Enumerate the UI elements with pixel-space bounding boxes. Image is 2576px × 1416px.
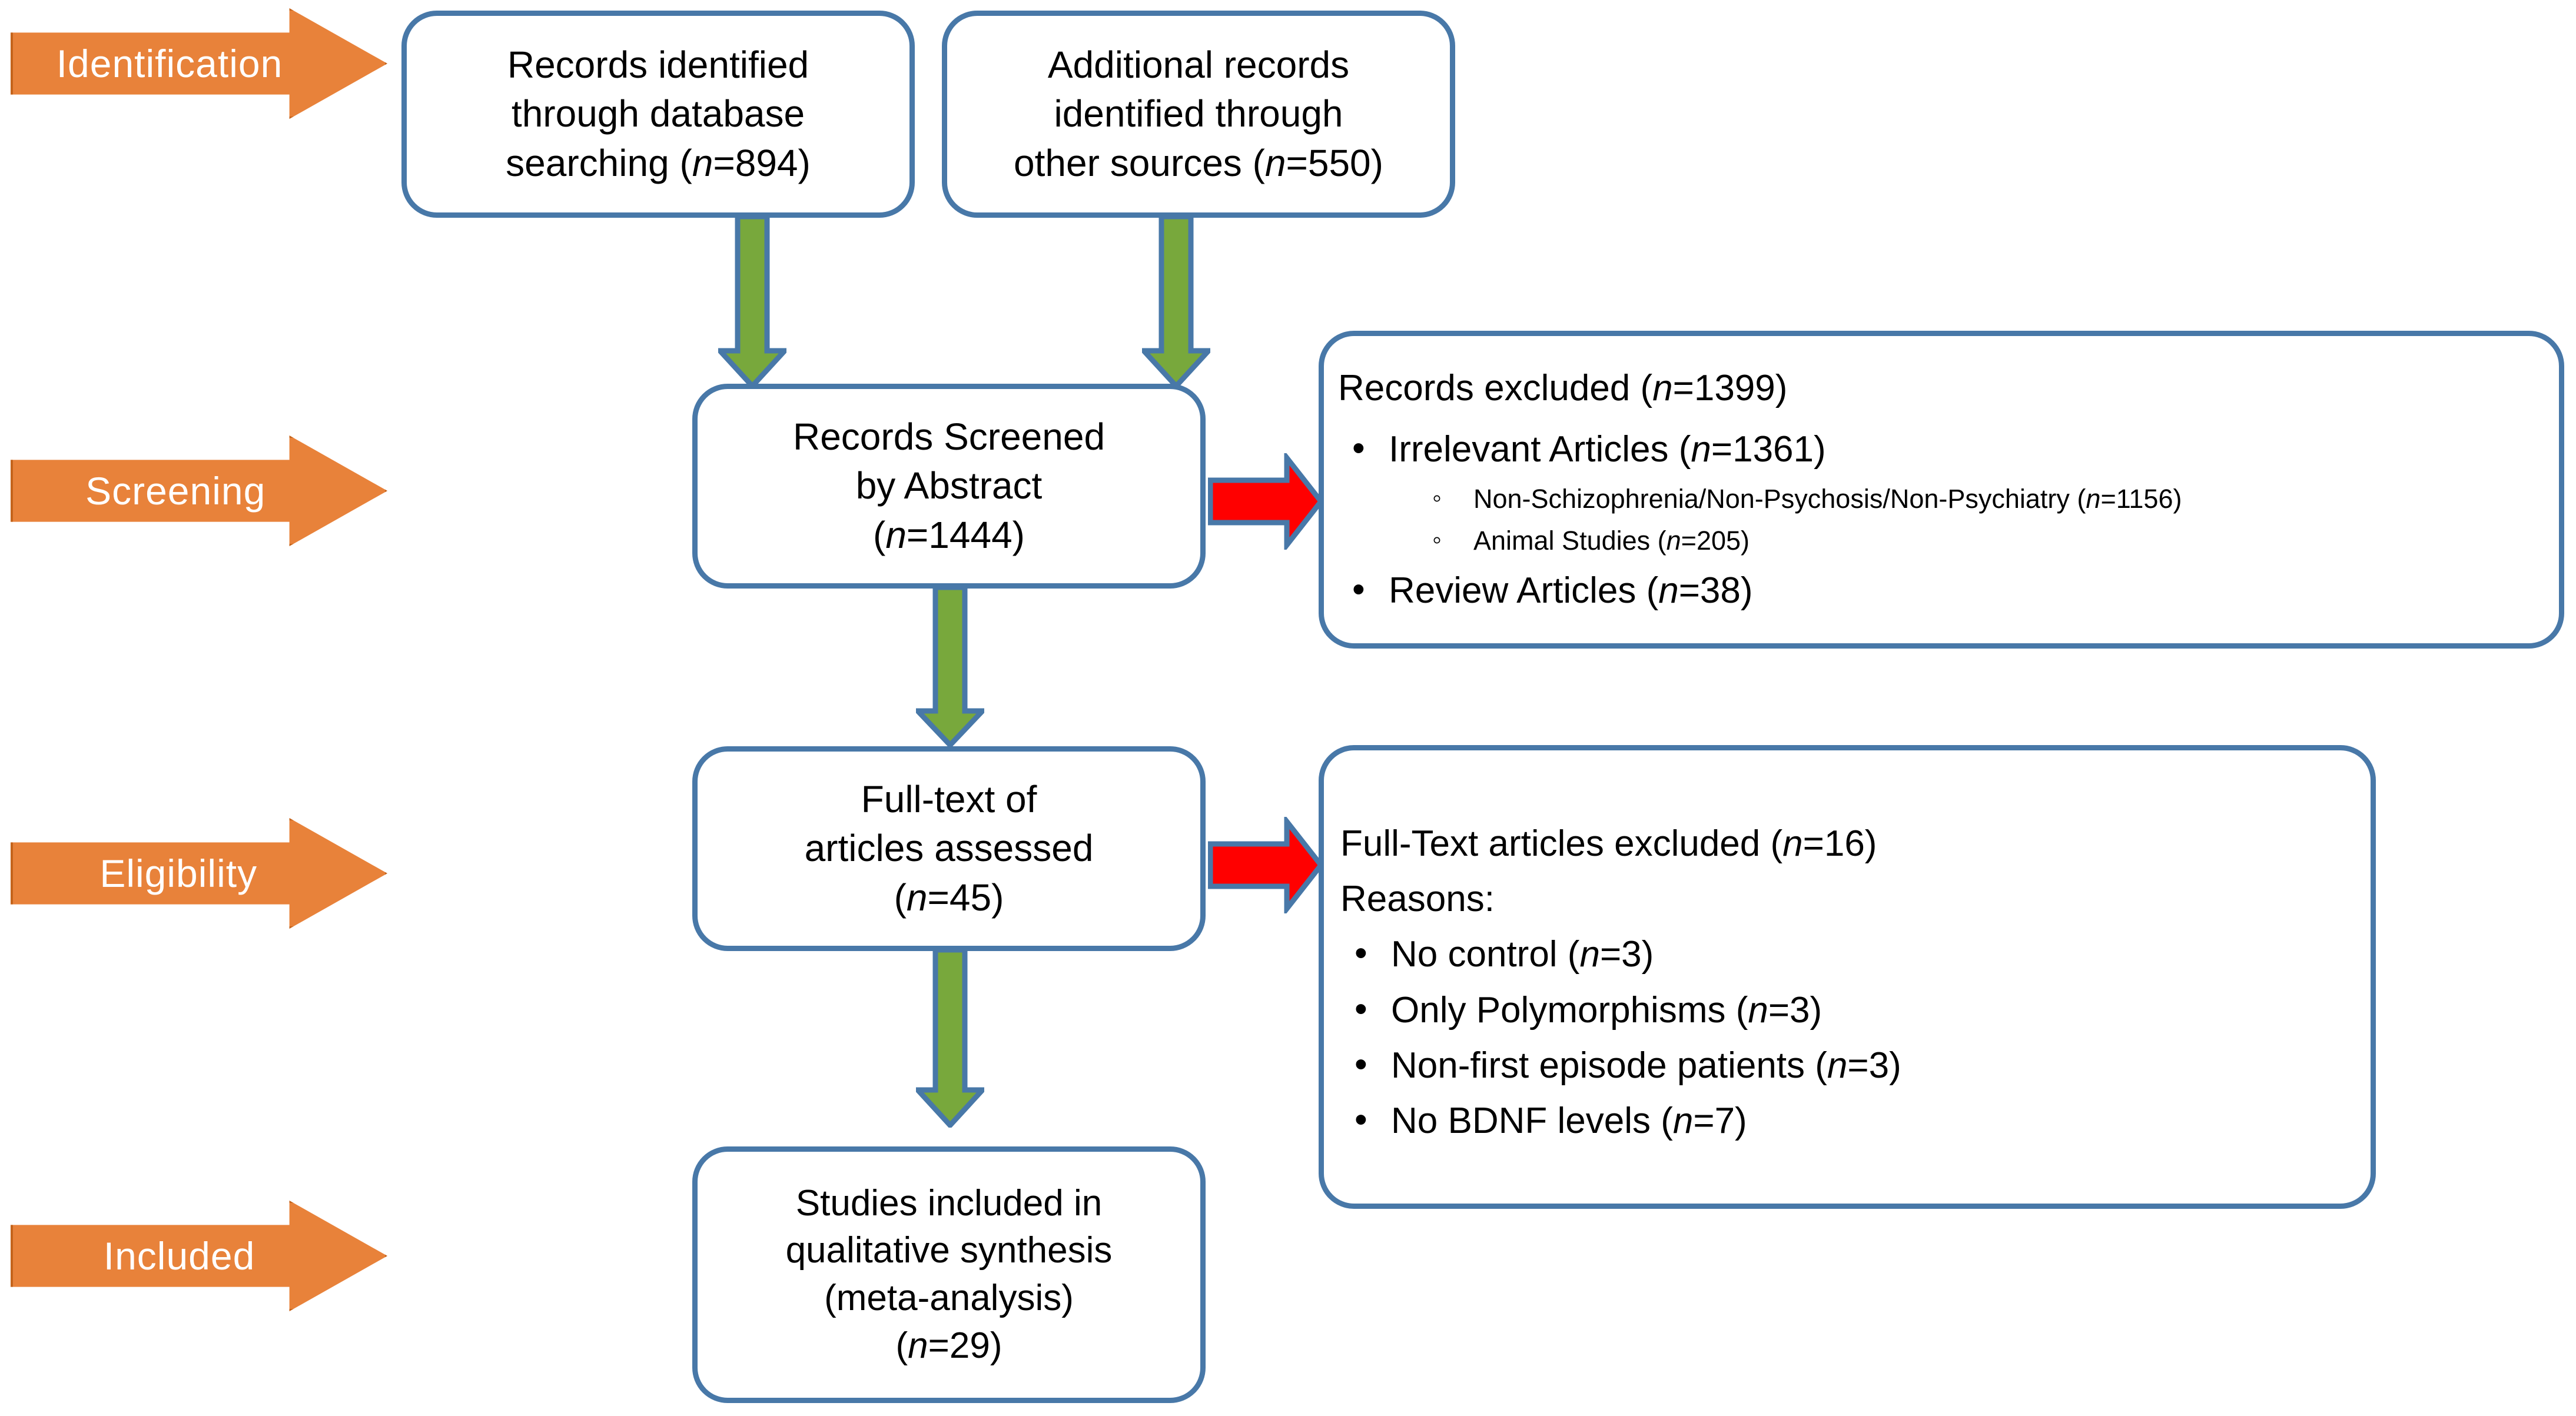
node-line: searching (n=894): [506, 141, 811, 184]
arrow-right-icon: [1208, 817, 1323, 913]
node-records-screened: Records Screened by Abstract (n=1444): [692, 384, 1206, 589]
fulltext-excluded-subheading: Reasons:: [1340, 879, 1495, 920]
stage-arrow-included: Included: [11, 1201, 387, 1311]
fulltext-excluded-item: No control (n=3): [1340, 926, 1654, 982]
n-value: =16): [1802, 823, 1877, 864]
records-excluded-item: Review Articles (n=38): [1338, 563, 1753, 617]
n-value: =1156): [2100, 483, 2182, 514]
node-line: qualitative synthesis: [785, 1230, 1113, 1271]
arrow-down-icon: [718, 217, 786, 388]
n-symbol: n: [2086, 483, 2101, 514]
node-line: Full-text of: [861, 778, 1037, 821]
n-symbol: n: [1264, 141, 1286, 184]
fulltext-excluded-heading: Full-Text articles excluded (n=16): [1340, 823, 1877, 864]
arrow-down-icon: [916, 950, 984, 1128]
n-value: =550): [1286, 141, 1383, 184]
n-symbol: n: [1827, 1045, 1848, 1086]
n-symbol: n: [1666, 526, 1681, 556]
stage-label-included: Included: [103, 1234, 255, 1278]
records-excluded-item: Irrelevant Articles (n=1361): [1338, 422, 1826, 476]
flow-arrow-down-fulltext-to-included: [916, 950, 984, 1128]
records-excluded-subitem: Animal Studies (n=205): [1338, 520, 1750, 560]
exclude-arrow-fulltext: [1208, 817, 1323, 913]
n-value: =1444): [906, 513, 1025, 556]
arrow-down-icon: [1142, 217, 1210, 388]
node-line: (n=1444): [873, 513, 1025, 556]
stage-label-eligibility: Eligibility: [99, 852, 258, 895]
node-line: articles assessed: [804, 827, 1094, 870]
node-line: identified through: [1054, 92, 1343, 135]
node-fulltext-excluded: Full-Text articles excluded (n=16) Reaso…: [1319, 745, 2376, 1209]
n-symbol: n: [692, 141, 713, 184]
fulltext-excluded-item: No BDNF levels (n=7): [1340, 1092, 1747, 1149]
n-value: =7): [1693, 1101, 1747, 1142]
arrow-down-icon: [916, 587, 984, 747]
node-line: through database: [511, 92, 805, 135]
n-value: =1399): [1672, 368, 1788, 408]
stage-arrow-eligibility: Eligibility: [11, 818, 387, 929]
node-records-identified-other: Additional records identified through ot…: [942, 11, 1455, 218]
stage-label-screening: Screening: [85, 469, 266, 513]
stage-arrow-screening: Screening: [11, 436, 387, 546]
node-line: other sources (n=550): [1014, 141, 1383, 184]
node-line: Records identified: [507, 44, 809, 87]
n-value: =45): [927, 876, 1004, 919]
node-line: (n=29): [895, 1325, 1002, 1366]
records-excluded-heading: Records excluded (n=1399): [1338, 368, 1788, 408]
n-value: =3): [1847, 1045, 1901, 1086]
n-symbol: n: [1748, 989, 1768, 1031]
n-value: =3): [1768, 989, 1823, 1031]
flow-arrow-down-database-to-screened: [718, 217, 786, 388]
node-records-excluded: Records excluded (n=1399) Irrelevant Art…: [1319, 331, 2564, 649]
fulltext-excluded-item: Only Polymorphisms (n=3): [1340, 982, 1823, 1038]
n-symbol: n: [1782, 823, 1803, 864]
n-value: =205): [1681, 526, 1750, 556]
node-studies-included: Studies included in qualitative synthesi…: [692, 1146, 1206, 1403]
n-value: =29): [928, 1325, 1002, 1366]
node-line: Studies included in: [795, 1182, 1103, 1224]
flow-arrow-down-other-to-screened: [1142, 217, 1210, 388]
fulltext-excluded-item: Non-first episode patients (n=3): [1340, 1037, 1901, 1093]
records-excluded-subitem: Non-Schizophrenia/Non-Psychosis/Non-Psyc…: [1338, 478, 2182, 518]
n-symbol: n: [1672, 1101, 1694, 1142]
flow-arrow-down-screened-to-fulltext: [916, 587, 984, 747]
node-records-identified-database: Records identified through database sear…: [401, 11, 915, 218]
exclude-arrow-records: [1208, 453, 1323, 550]
n-value: =3): [1599, 934, 1654, 975]
node-line: Records Screened: [792, 416, 1106, 458]
arrow-right-icon: [1208, 453, 1323, 550]
n-value: =38): [1678, 570, 1753, 611]
node-line: (n=45): [894, 876, 1004, 919]
n-symbol: n: [885, 513, 907, 556]
node-line: Additional records: [1047, 44, 1350, 87]
n-symbol: n: [1658, 570, 1679, 611]
node-fulltext-assessed: Full-text of articles assessed (n=45): [692, 746, 1206, 951]
node-line: by Abstract: [855, 464, 1043, 507]
n-value: =1361): [1711, 428, 1826, 470]
n-symbol: n: [1579, 934, 1600, 975]
n-symbol: n: [1652, 368, 1673, 408]
n-symbol: n: [1691, 428, 1711, 470]
stage-arrow-identification: Identification: [11, 8, 387, 119]
n-symbol: n: [908, 1325, 928, 1366]
n-symbol: n: [906, 876, 928, 919]
stage-label-identification: Identification: [56, 42, 283, 85]
n-value: =894): [713, 141, 811, 184]
node-line: (meta-analysis): [824, 1278, 1074, 1318]
